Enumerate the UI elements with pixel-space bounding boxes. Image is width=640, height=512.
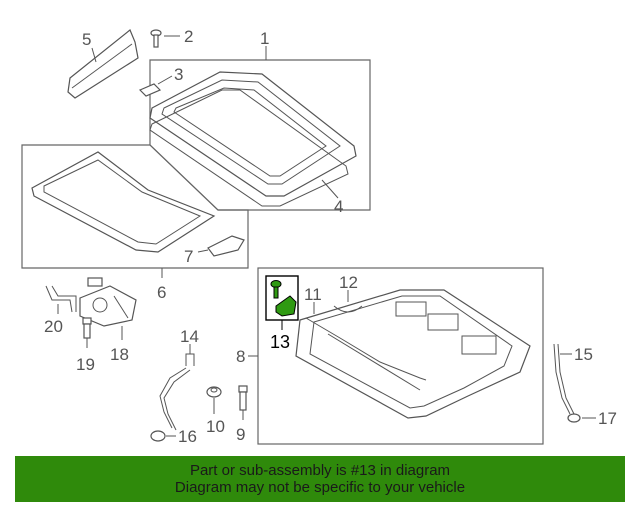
callout-9: 9 bbox=[236, 425, 245, 444]
hose-end-part[interactable] bbox=[150, 430, 166, 442]
assembly-box-6 bbox=[21, 144, 249, 269]
assembly-box-1 bbox=[149, 59, 371, 211]
callout-11: 11 bbox=[304, 285, 322, 304]
callout-5: 5 bbox=[82, 30, 91, 49]
motor-bolt-part[interactable] bbox=[82, 317, 92, 339]
screw-part[interactable] bbox=[150, 29, 162, 48]
banner-line-1: Part or sub-assembly is #13 in diagram bbox=[189, 462, 451, 479]
callout-18: 18 bbox=[110, 345, 129, 364]
side-strip-part[interactable] bbox=[553, 343, 575, 415]
callout-8: 8 bbox=[236, 347, 245, 366]
deflector-strip-part[interactable] bbox=[67, 29, 139, 99]
clip-17-part[interactable] bbox=[567, 413, 581, 423]
callout-15: 15 bbox=[574, 345, 593, 364]
callout-14: 14 bbox=[180, 327, 199, 346]
grommet-part[interactable] bbox=[206, 386, 222, 398]
exploded-parts-diagram: 5 2 3 1 4 6 7 20 bbox=[21, 27, 617, 446]
callout-3: 3 bbox=[174, 65, 183, 84]
drain-hose-clip-part[interactable] bbox=[45, 285, 77, 313]
frame-bolt-part[interactable] bbox=[238, 385, 248, 411]
glass-panel-part[interactable] bbox=[149, 71, 357, 197]
callout-17: 17 bbox=[598, 409, 617, 428]
sunshade-panel-part[interactable] bbox=[31, 151, 216, 253]
callout-4: 4 bbox=[334, 197, 343, 216]
sunroof-frame-part[interactable] bbox=[295, 289, 531, 419]
part-13-highlighted[interactable] bbox=[270, 280, 297, 317]
seal-piece-part[interactable] bbox=[333, 305, 363, 313]
handle-bracket-part[interactable] bbox=[207, 235, 245, 257]
sunroof-motor-part[interactable] bbox=[79, 277, 137, 327]
clip-part[interactable] bbox=[138, 83, 162, 97]
callout-1: 1 bbox=[260, 29, 269, 48]
callout-20: 20 bbox=[44, 317, 63, 336]
banner-line-2: Diagram may not be specific to your vehi… bbox=[174, 479, 466, 496]
info-banner: Part or sub-assembly is #13 in diagram D… bbox=[15, 456, 625, 502]
guide-cable-part[interactable] bbox=[305, 317, 427, 381]
drain-hose-part[interactable] bbox=[159, 367, 191, 431]
callout-6: 6 bbox=[157, 283, 166, 302]
callout-2: 2 bbox=[184, 27, 193, 46]
callout-10: 10 bbox=[206, 417, 225, 436]
weatherstrip-seal-part[interactable] bbox=[149, 89, 349, 207]
callout-16: 16 bbox=[178, 427, 197, 446]
callout-13: 13 bbox=[270, 332, 290, 352]
callout-12: 12 bbox=[339, 273, 358, 292]
callout-19: 19 bbox=[76, 355, 95, 374]
callout-7: 7 bbox=[184, 247, 193, 266]
